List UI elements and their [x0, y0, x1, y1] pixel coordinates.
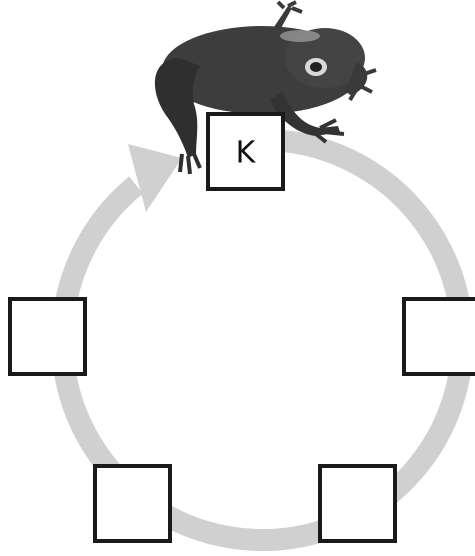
- stage-box-frame: [402, 297, 475, 376]
- stage-box-bottom-right: [318, 464, 397, 543]
- frog-illustration: [154, 0, 377, 175]
- cycle-arrowhead: [128, 144, 182, 212]
- stage-box-bottom-left: [93, 464, 172, 543]
- stage-box-top: K: [206, 112, 285, 191]
- stage-box-left: [8, 297, 87, 376]
- stage-box-frame: [318, 464, 397, 543]
- stage-box-frame: [206, 112, 285, 191]
- stage-box-right: [402, 297, 475, 376]
- stage-box-frame: [93, 464, 172, 543]
- stage-box-label: K: [236, 136, 257, 171]
- stage-box-frame: [8, 297, 87, 376]
